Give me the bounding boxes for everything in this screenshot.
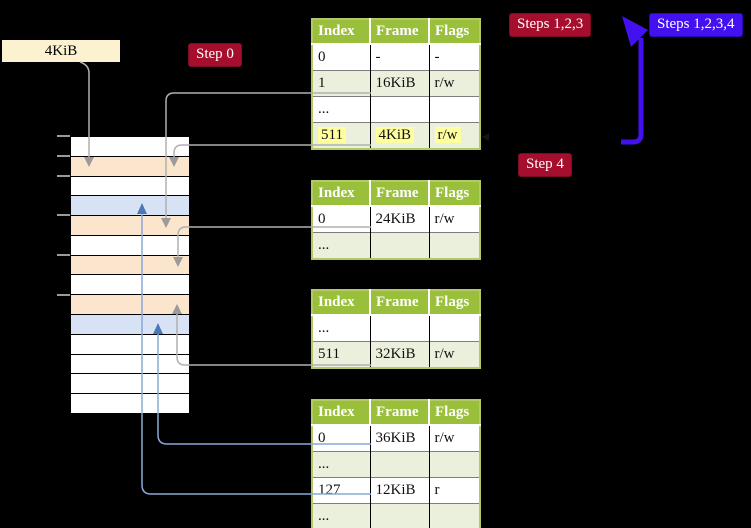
cell-frame: 4KiB xyxy=(370,122,430,149)
highlight: r/w xyxy=(434,127,461,143)
memory-frame-row-blue xyxy=(71,195,189,216)
table-row-highlighted: 511 4KiB r/w xyxy=(312,122,480,149)
memory-frame-row-orange xyxy=(71,155,189,176)
cell-frame: 32KiB xyxy=(370,341,430,368)
table-row: 0 36KiB r/w xyxy=(312,425,480,452)
highlight: 511 xyxy=(318,127,346,143)
cell-flags: - xyxy=(429,44,480,71)
table-row: 127 12KiB r xyxy=(312,477,480,504)
header-flags: Flags xyxy=(429,181,480,207)
cell-flags xyxy=(429,503,480,528)
cell-frame: 12KiB xyxy=(370,477,430,504)
memory-frame-row-white xyxy=(71,234,189,255)
steps1234-badge: Steps 1,2,3,4 xyxy=(649,13,743,37)
header-frame: Frame xyxy=(370,19,430,45)
table-row: ... xyxy=(312,315,480,342)
cell-index: 0 xyxy=(312,425,371,452)
table-header-row: Index Frame Flags xyxy=(312,290,480,316)
memory-frame-row-blue xyxy=(71,314,189,334)
memory-frame-row-white xyxy=(71,274,189,295)
table-row: ... xyxy=(312,96,480,123)
memory-frame-row-white xyxy=(71,175,189,196)
tick-mark xyxy=(57,214,70,216)
header-index: Index xyxy=(312,400,371,426)
cell-frame xyxy=(370,232,430,259)
cell-flags: r/w xyxy=(429,70,480,97)
tick-mark xyxy=(57,294,70,296)
header-index: Index xyxy=(312,19,371,45)
tick-mark xyxy=(57,175,70,177)
cell-frame xyxy=(370,96,430,123)
memory-frame-row-white xyxy=(71,373,189,394)
cell-flags: r/w xyxy=(429,341,480,368)
cell-index: ... xyxy=(312,451,371,478)
memory-frame-row-white xyxy=(71,333,189,354)
cell-index: 1 xyxy=(312,70,371,97)
cell-flags: r/w xyxy=(429,425,480,452)
memory-strip xyxy=(70,136,190,414)
header-index: Index xyxy=(312,181,371,207)
memory-frame-row-white xyxy=(71,353,189,374)
cell-flags xyxy=(429,96,480,123)
table-row: ... xyxy=(312,451,480,478)
header-frame: Frame xyxy=(370,290,430,316)
table-row: 511 32KiB r/w xyxy=(312,341,480,368)
step4-badge: Step 4 xyxy=(518,153,572,177)
header-flags: Flags xyxy=(429,19,480,45)
memory-frame-row-white xyxy=(71,137,189,156)
cell-index: 0 xyxy=(312,206,371,233)
page-table-3: Index Frame Flags ... 511 32KiB r/w xyxy=(311,289,481,369)
page-table-4: Index Frame Flags 0 36KiB r/w ... 127 12… xyxy=(311,399,481,528)
cell-flags xyxy=(429,232,480,259)
cell-index: ... xyxy=(312,503,371,528)
cell-index: ... xyxy=(312,232,371,259)
step0-badge: Step 0 xyxy=(188,43,242,67)
memory-frame-row-orange xyxy=(71,254,189,275)
page-table-1: Index Frame Flags 0 - - 1 16KiB r/w ... … xyxy=(311,18,481,150)
cell-flags: r xyxy=(429,477,480,504)
loopback-arrow xyxy=(621,16,648,145)
header-frame: Frame xyxy=(370,181,430,207)
header-flags: Flags xyxy=(429,400,480,426)
cell-index: ... xyxy=(312,96,371,123)
cell-flags: r/w xyxy=(429,122,480,149)
header-frame: Frame xyxy=(370,400,430,426)
cell-flags xyxy=(429,315,480,342)
cell-frame: 36KiB xyxy=(370,425,430,452)
table-header-row: Index Frame Flags xyxy=(312,400,480,426)
frame-size-label: 4KiB xyxy=(2,40,120,62)
cell-frame xyxy=(370,315,430,342)
cell-frame xyxy=(370,451,430,478)
cell-index: ... xyxy=(312,315,371,342)
memory-frame-row-orange xyxy=(71,294,189,315)
cell-index: 511 xyxy=(312,341,371,368)
cell-index: 511 xyxy=(312,122,371,149)
memory-frame-row-orange xyxy=(71,215,189,235)
table-row: 0 24KiB r/w xyxy=(312,206,480,233)
cell-frame: 24KiB xyxy=(370,206,430,233)
row511-pointer xyxy=(482,133,489,141)
tick-mark xyxy=(57,135,70,137)
page-table-2: Index Frame Flags 0 24KiB r/w ... xyxy=(311,180,481,260)
table-header-row: Index Frame Flags xyxy=(312,181,480,207)
table-row: ... xyxy=(312,503,480,528)
cell-flags xyxy=(429,451,480,478)
cell-flags: r/w xyxy=(429,206,480,233)
header-index: Index xyxy=(312,290,371,316)
table-row: 0 - - xyxy=(312,44,480,71)
tick-mark xyxy=(57,254,70,256)
steps123-badge: Steps 1,2,3 xyxy=(509,13,592,37)
table-row: 1 16KiB r/w xyxy=(312,70,480,97)
table-header-row: Index Frame Flags xyxy=(312,19,480,45)
cell-frame: - xyxy=(370,44,430,71)
header-flags: Flags xyxy=(429,290,480,316)
cell-frame: 16KiB xyxy=(370,70,430,97)
table-row: ... xyxy=(312,232,480,259)
cell-index: 0 xyxy=(312,44,371,71)
cell-frame xyxy=(370,503,430,528)
memory-frame-row-white xyxy=(71,393,189,413)
tick-mark xyxy=(57,155,70,157)
cell-index: 127 xyxy=(312,477,371,504)
highlight: 4KiB xyxy=(375,127,415,143)
